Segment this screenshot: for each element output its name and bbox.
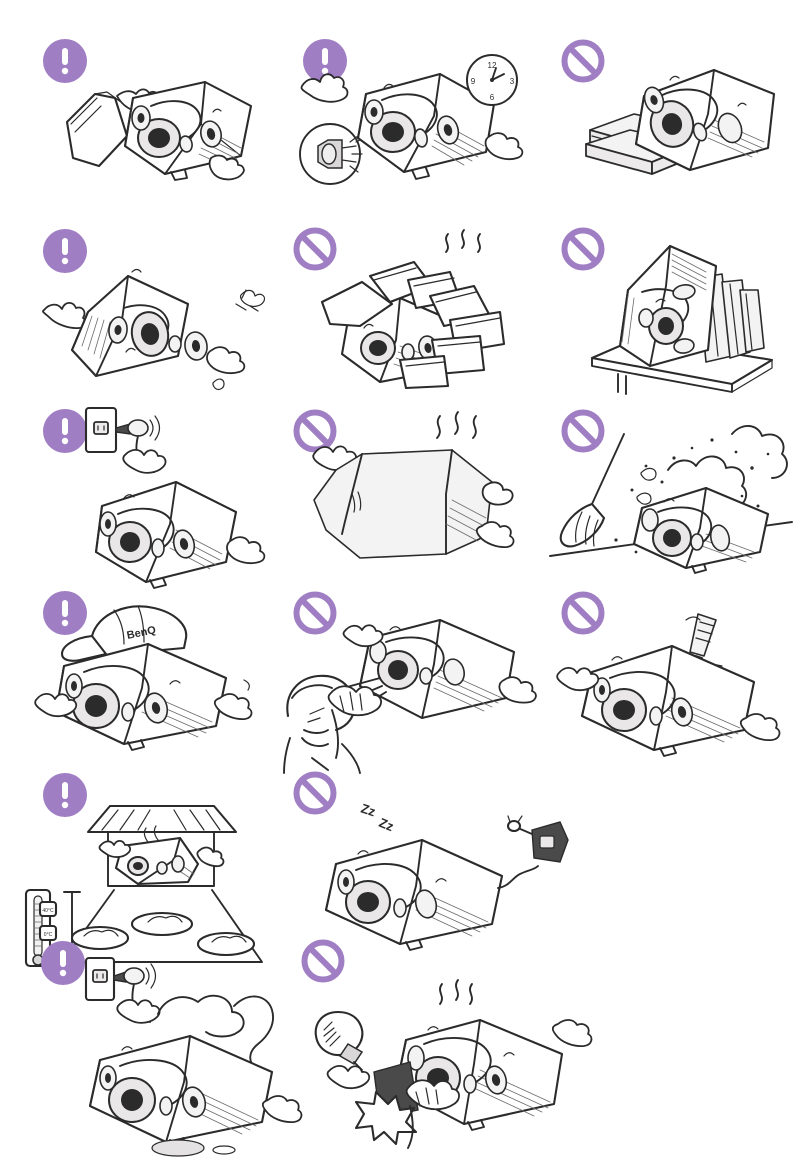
art-person-shielding-eyes-from-projector-beam [282, 598, 537, 774]
caution-exclamation-icon [42, 408, 88, 454]
panel-projector-lamp-replacement-after-cooling: 12 3 6 9 [262, 0, 547, 200]
thermometer-low-label: 0°C [44, 932, 53, 938]
svg-text:3: 3 [510, 77, 515, 86]
caution-exclamation-icon [42, 38, 88, 84]
prohibition-slash-icon [292, 590, 338, 636]
panel-projector-wearing-benq-cap: BenQ [0, 578, 270, 778]
art-projector-cleaning-lens-with-cloth [55, 62, 270, 192]
svg-text:12: 12 [488, 61, 497, 70]
panel-person-shielding-eyes-from-projector-beam [262, 578, 547, 778]
art-projector-unplug-when-smoke-appears [82, 936, 312, 1161]
caution-exclamation-icon [42, 228, 88, 274]
panel-projector-tilted-on-side [0, 198, 270, 398]
prohibition-slash-icon [292, 408, 338, 454]
panel-projector-being-disassembled-with-screwdriver [540, 578, 802, 778]
temperature-gauge: 40°C 0°C [24, 888, 58, 968]
prohibition-slash-icon [292, 770, 338, 816]
prohibition-slash-icon [560, 38, 606, 84]
caution-exclamation-icon [42, 772, 88, 818]
prohibition-slash-icon [560, 226, 606, 272]
prohibition-slash-icon [292, 226, 338, 272]
svg-text:6: 6 [490, 93, 495, 102]
art-projector-left-plugged-in-while-sleeping: Zz Zz [312, 778, 582, 958]
panel-projector-buried-under-papers [262, 198, 547, 398]
art-projector-in-dusty-environment-with-broom [546, 410, 796, 585]
panel-projector-covered-with-cloth-overheating [262, 394, 547, 594]
panel-projector-in-dusty-environment-with-broom [540, 394, 802, 594]
panel-projector-unplug-when-smoke-appears [0, 920, 303, 1160]
panel-projector-unplugging-power-cord-from-outlet [0, 394, 270, 594]
caution-exclamation-icon [302, 38, 348, 84]
art-projector-being-disassembled-with-screwdriver [550, 598, 800, 773]
art-projector-buried-under-papers [304, 228, 534, 393]
prohibition-slash-icon [300, 938, 346, 984]
prohibition-slash-icon [560, 590, 606, 636]
panel-projector-left-plugged-in-while-sleeping: Zz Zz [282, 762, 582, 962]
prohibition-slash-icon [560, 408, 606, 454]
art-do-not-touch-hot-lamp-with-bare-hand [314, 978, 593, 1158]
svg-text:9: 9 [471, 77, 476, 86]
art-projector-lamp-replacement-after-cooling: 12 3 6 9 [280, 54, 530, 193]
thermometer-high-label: 40°C [42, 908, 54, 914]
panel-projector-stacked-on-books [540, 0, 802, 200]
art-projector-upright-between-books-on-table-edge [582, 234, 797, 395]
wall-clock: 12 3 6 9 [466, 54, 518, 106]
caution-exclamation-icon [40, 940, 86, 986]
sleep-z-small: Zz [377, 815, 396, 835]
panel-projector-upright-between-books-on-table-edge [540, 198, 802, 398]
art-projector-stacked-on-books [580, 58, 795, 188]
art-projector-unplugging-power-cord-from-outlet [80, 400, 280, 590]
panel-ceiling-mounted-projector-with-thermometer: 40°C 0°C [0, 762, 290, 968]
art-ceiling-mounted-projector-with-thermometer: 40°C 0°C [22, 786, 282, 968]
art-projector-covered-with-cloth-overheating [296, 408, 531, 583]
sleep-z-large: Zz [359, 801, 378, 820]
panel-projector-cleaning-lens-with-cloth [0, 0, 270, 200]
art-projector-tilted-on-side [36, 258, 266, 398]
caution-exclamation-icon [42, 590, 88, 636]
panel-do-not-touch-hot-lamp-with-bare-hand [290, 920, 593, 1160]
art-projector-wearing-benq-cap: BenQ [30, 592, 270, 762]
